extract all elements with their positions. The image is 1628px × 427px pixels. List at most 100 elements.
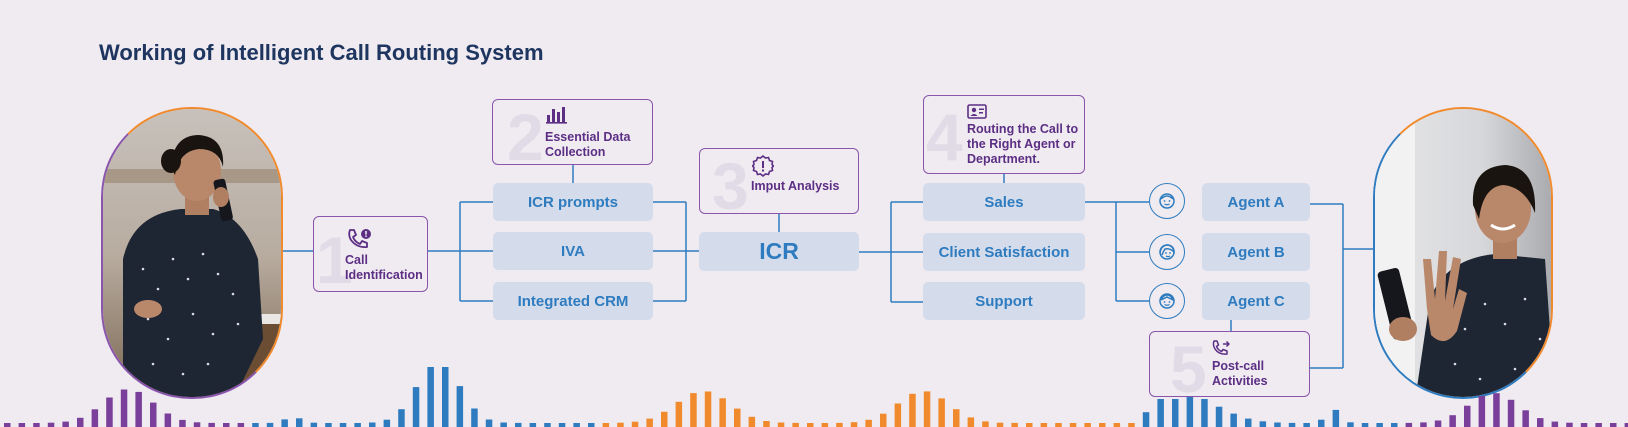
wave-bar [967,417,975,427]
wave-bar [602,423,610,427]
wave-bar [982,421,989,427]
wave-bar [193,422,201,427]
wave-bar [1347,422,1354,427]
wave-bar [792,422,799,427]
wave-bar [646,418,653,427]
wave-bar [661,411,668,427]
wave-bar [179,419,186,427]
wave-bar [515,422,522,427]
wave-bar [1449,415,1456,427]
wave-bar [1099,423,1106,427]
wave-bar [325,423,332,427]
customer-photo [101,107,283,399]
step-input-analysis: 3 Imput Analysis [699,148,859,219]
wave-bar [719,398,726,427]
contact-card-icon [967,104,987,124]
wave-bar [1376,423,1383,427]
wave-bar [734,408,741,427]
wave-bar [1522,410,1529,427]
wave-bar [339,423,347,427]
wave-bar [1595,423,1602,427]
wave-bar [412,387,420,427]
wave-bar [442,367,449,427]
customer-on-phone-illustration [103,109,281,397]
wave-bar [266,422,274,427]
wave-bar [894,403,902,427]
wave-bar [1026,423,1033,427]
agent-face-icon [1149,234,1185,270]
wave-bar [938,398,945,427]
wave-bar [223,423,230,427]
wave-bar [164,413,172,427]
wave-bar [398,409,405,427]
wave-bar [1011,422,1018,427]
wave-bar [1303,423,1310,427]
agent-face-icon [1149,283,1185,319]
wave-bar [558,423,566,427]
wave-bar [1318,419,1325,427]
icr-hub: ICR [699,232,859,271]
wave-bar [573,423,580,427]
wave-bar [1551,421,1559,427]
wave-bar [1478,396,1486,427]
step-label: Imput Analysis [751,179,840,193]
department-sales: Sales [923,183,1085,221]
wave-bar [1142,412,1150,427]
step-number: 3 [712,149,749,223]
wave-bar [47,422,55,427]
wave-bar [310,422,318,427]
wave-bar [1493,393,1500,427]
step-call-identification: 1 Call Identification [313,216,428,297]
wave-bar [4,423,11,427]
wave-bar [953,409,960,427]
wave-bar [1420,422,1427,427]
wave-bar [150,402,157,427]
step-label: Post-call Activities [1212,359,1268,388]
wave-bar [427,367,434,427]
wave-bar [1391,423,1398,427]
wave-bar [1332,409,1340,427]
wave-bar [1361,423,1369,427]
wave-bar [1580,423,1588,427]
wave-bar [923,391,931,427]
wave-bar [777,422,785,427]
step-number: 1 [316,223,353,297]
wave-bar [704,391,712,427]
wave-bar [631,421,639,427]
agent-a: Agent A [1202,183,1310,221]
wave-bar [1537,418,1544,427]
step-number: 5 [1170,332,1207,406]
agent-photo [1373,107,1553,399]
source-iva: IVA [493,232,653,270]
wave-bar [208,422,215,427]
source-integrated-crm: Integrated CRM [493,282,653,320]
agent-b: Agent B [1202,233,1310,271]
wave-bar [1259,421,1267,427]
phone-forward-icon [1212,340,1231,361]
alert-badge-icon [751,154,775,182]
wave-bar [850,422,858,427]
wave-bar [33,423,40,427]
wave-bar [588,423,595,427]
wave-bar [690,393,697,427]
step-label: Call Identification [345,253,423,282]
step-number: 4 [926,100,963,174]
step-post-call-activities: 5 Post-call Activities [1149,331,1310,402]
wave-bar [763,421,770,427]
wave-bar [1055,423,1062,427]
bar-chart-icon [546,106,568,129]
wave-bar [237,423,245,427]
wave-bar [821,423,829,427]
wave-bar [120,389,128,427]
wave-bar [748,416,756,427]
wave-bar [1172,399,1179,427]
step-label: Routing the Call to the Right Agent or D… [967,122,1079,166]
page-title: Working of Intelligent Call Routing Syst… [99,40,544,65]
wave-bar [836,422,843,427]
source-icr-prompts: ICR prompts [493,183,653,221]
wave-bar [675,401,683,427]
wave-bar [281,419,288,427]
wave-bar [1113,423,1121,427]
wave-bar [909,393,916,427]
